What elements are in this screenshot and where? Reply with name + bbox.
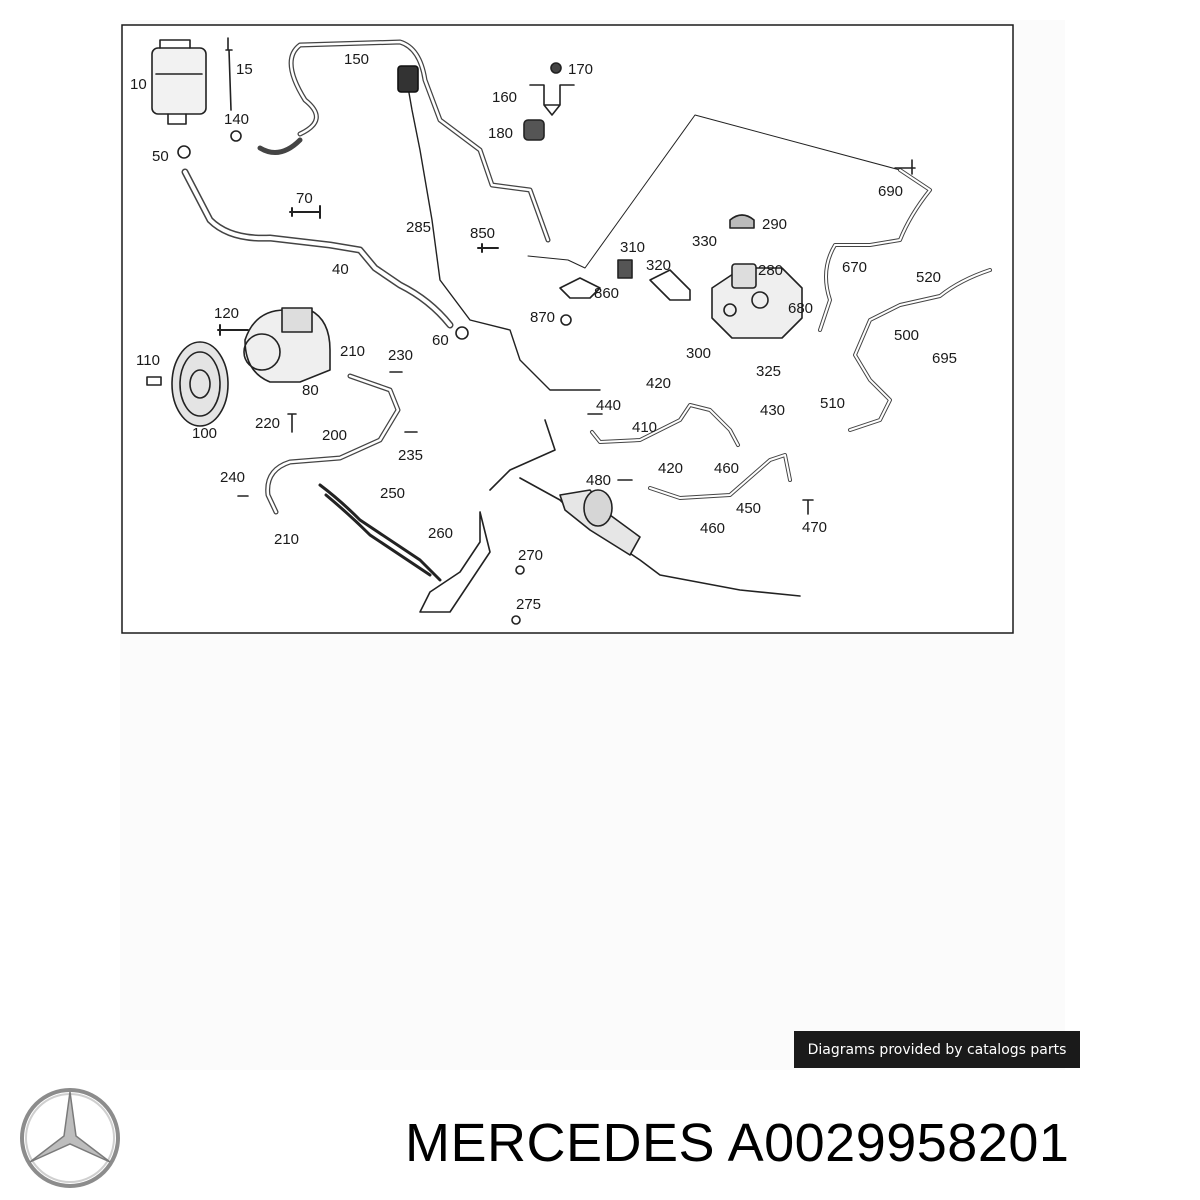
callout-50: 50 (152, 148, 169, 165)
callout-230: 230 (388, 347, 413, 364)
callout-60: 60 (432, 332, 449, 349)
callout-15: 15 (236, 61, 253, 78)
reservoir-part (151, 39, 207, 125)
clamp-50 (177, 145, 191, 159)
callout-180: 180 (488, 125, 513, 142)
callout-420b: 420 (658, 460, 683, 477)
grommet-180 (523, 119, 545, 141)
callout-40: 40 (332, 261, 349, 278)
brand-name: MERCEDES (405, 1113, 716, 1173)
clamp-140 (230, 130, 242, 142)
callout-210b: 210 (274, 531, 299, 548)
callout-460a: 460 (714, 460, 739, 477)
line-to-valve (527, 114, 901, 269)
bolt-170 (550, 62, 562, 74)
fitting-60 (455, 326, 469, 340)
callout-labels: 10 15 150 140 50 70 40 285 60 170 160 18… (130, 51, 957, 613)
steering-gear (489, 419, 801, 597)
bolt-120 (217, 324, 249, 336)
callout-860: 860 (594, 285, 619, 302)
callout-430: 430 (760, 402, 785, 419)
pulley-100 (171, 341, 229, 427)
bracket-860 (559, 277, 601, 299)
callout-140: 140 (224, 111, 249, 128)
callout-670: 670 (842, 259, 867, 276)
part-title: MERCEDES A0029958201 (405, 1112, 1069, 1174)
callout-450: 450 (736, 500, 761, 517)
bracket-260 (419, 511, 491, 613)
pump-80 (243, 307, 331, 383)
bracket-160 (529, 84, 575, 116)
callout-120: 120 (214, 305, 239, 322)
callout-260: 260 (428, 525, 453, 542)
bolt-870 (560, 314, 572, 326)
callout-210a: 210 (340, 343, 365, 360)
callout-460b: 460 (700, 520, 725, 537)
bolt-470 (802, 499, 814, 515)
callout-680: 680 (788, 300, 813, 317)
callout-10: 10 (130, 76, 147, 93)
line-690 (894, 159, 916, 175)
callout-420a: 420 (646, 375, 671, 392)
callout-220: 220 (255, 415, 280, 432)
cap-290 (729, 214, 755, 229)
callout-440: 440 (596, 397, 621, 414)
callout-325: 325 (756, 363, 781, 380)
callout-695: 695 (932, 350, 957, 367)
callout-510: 510 (820, 395, 845, 412)
callout-480: 480 (586, 472, 611, 489)
callout-150: 150 (344, 51, 369, 68)
callout-250: 250 (380, 485, 405, 502)
hose-250 (318, 483, 442, 582)
bracket-320 (649, 269, 691, 301)
bolt-850 (477, 243, 499, 253)
callout-275: 275 (516, 596, 541, 613)
callout-410: 410 (632, 419, 657, 436)
callout-310: 310 (620, 239, 645, 256)
bolt-220 (287, 413, 297, 433)
bolt-110 (146, 376, 162, 386)
callout-270: 270 (518, 547, 543, 564)
catalog-caption: Diagrams provided by catalogs parts (794, 1031, 1080, 1068)
callout-80: 80 (302, 382, 319, 399)
callout-520: 520 (916, 269, 941, 286)
part-number: A0029958201 (727, 1113, 1070, 1173)
diagram-artwork (146, 37, 992, 625)
callout-110: 110 (136, 352, 160, 369)
callout-170: 170 (568, 61, 593, 78)
bolt-70 (289, 205, 321, 219)
three-pointed-star-icon (20, 1088, 120, 1188)
bolt-275 (511, 615, 521, 625)
callout-100: 100 (192, 425, 217, 442)
callout-330: 330 (692, 233, 717, 250)
wire-285 (404, 69, 601, 391)
bolt-270 (515, 565, 525, 575)
callout-285: 285 (406, 219, 431, 236)
callout-500: 500 (894, 327, 919, 344)
callout-160: 160 (492, 89, 517, 106)
valve-block-280 (711, 263, 803, 339)
callout-470: 470 (802, 519, 827, 536)
callout-200: 200 (322, 427, 347, 444)
callout-850: 850 (470, 225, 495, 242)
callout-320: 320 (646, 257, 671, 274)
callout-300: 300 (686, 345, 711, 362)
callout-70: 70 (296, 190, 313, 207)
sensor-310 (617, 259, 633, 279)
callout-240: 240 (220, 469, 245, 486)
callout-290: 290 (762, 216, 787, 233)
callout-280: 280 (758, 262, 783, 279)
callout-235: 235 (398, 447, 423, 464)
callout-870: 870 (530, 309, 555, 326)
callout-690: 690 (878, 183, 903, 200)
dipstick-part (225, 37, 233, 111)
